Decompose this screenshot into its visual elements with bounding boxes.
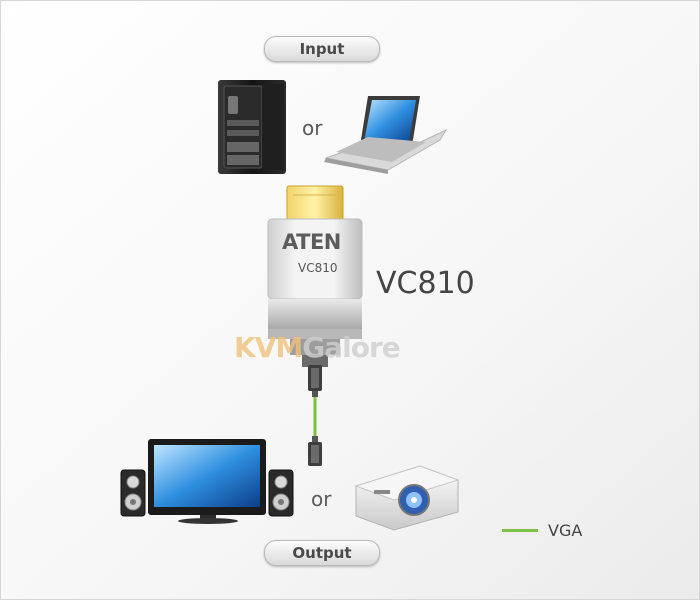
output-label: Output [264, 540, 380, 566]
or-text-top: or [302, 116, 323, 140]
device-brand-label: ATEN [282, 230, 341, 254]
or-text-bottom: or [311, 487, 332, 511]
vga-connector-icon [308, 436, 322, 466]
vga-connector-icon [308, 365, 322, 397]
model-name-label: VC810 [376, 266, 475, 301]
legend-vga-label: VGA [548, 521, 583, 540]
projector-icon [354, 465, 460, 531]
device-model-label: VC810 [298, 261, 338, 275]
watermark: KVMGalore [234, 331, 401, 364]
speaker-icon [120, 469, 146, 517]
watermark-galore: Galore [302, 331, 401, 364]
monitor-icon [148, 439, 266, 524]
watermark-kvm: KVM [234, 331, 303, 364]
hdmi-connector-icon [286, 185, 344, 221]
legend-vga-swatch [502, 529, 538, 532]
speaker-icon [268, 469, 294, 517]
vc810-device-icon [267, 218, 363, 367]
desktop-tower-icon [218, 80, 286, 174]
legend: VGA [502, 521, 582, 540]
laptop-icon [324, 96, 448, 174]
input-label: Input [264, 36, 380, 62]
